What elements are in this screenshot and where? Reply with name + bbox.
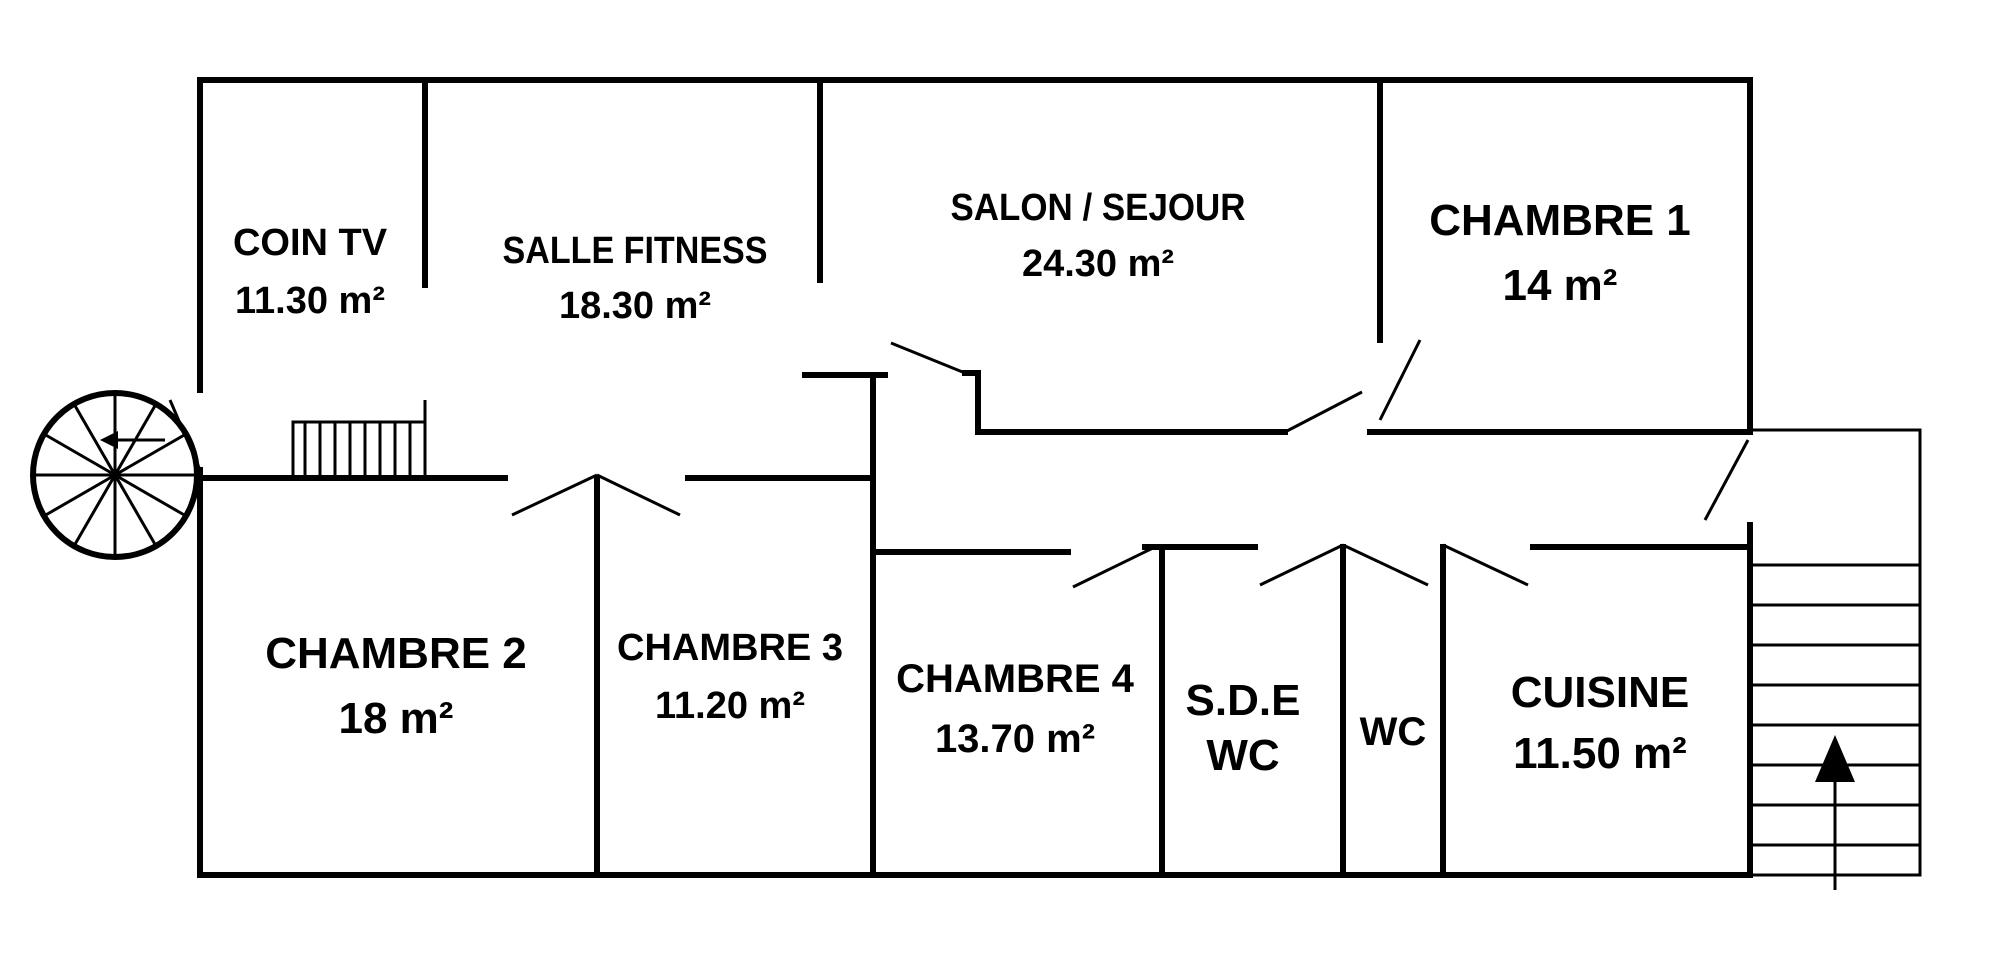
interior-walls — [197, 77, 1753, 878]
room-name-sde: S.D.E — [1186, 676, 1301, 725]
room-area-chambre-3: 11.20 m² — [655, 685, 805, 727]
straight-staircase — [1750, 428, 1922, 890]
room-area-salon-sejour: 24.30 m² — [1022, 243, 1174, 285]
outer-walls — [197, 77, 1753, 878]
room-area-coin-tv: 11.30 m² — [235, 280, 385, 322]
interior-steps — [291, 400, 427, 480]
room-area-cuisine: 11.50 m² — [1513, 729, 1687, 778]
stair-spoke — [113, 474, 158, 547]
room-name-chambre-3: CHAMBRE 3 — [617, 627, 843, 669]
room-area-chambre-4: 13.70 m² — [935, 717, 1095, 761]
stair-spoke — [72, 474, 117, 547]
stair-spoke — [72, 403, 117, 476]
room-area-chambre-2: 18 m² — [339, 694, 454, 743]
room-area-sde-wc: WC — [1206, 731, 1279, 780]
arrow-up-icon — [1815, 735, 1855, 782]
room-name-salon-sejour: SALON / SEJOUR — [951, 187, 1246, 229]
stair-spoke — [43, 432, 116, 477]
stair-spoke — [114, 432, 187, 477]
stair-spoke — [43, 473, 116, 518]
spiral-staircase — [30, 390, 200, 560]
room-area-salle-fitness: 18.30 m² — [559, 285, 711, 327]
room-name-chambre-1: CHAMBRE 1 — [1429, 196, 1691, 245]
room-labels: COIN TV 11.30 m² SALLE FITNESS 18.30 m² … — [233, 187, 1691, 780]
room-name-salle-fitness: SALLE FITNESS — [503, 230, 768, 272]
stair-spoke — [114, 473, 187, 518]
room-name-chambre-4: CHAMBRE 4 — [896, 657, 1135, 701]
door-swings — [168, 339, 1750, 589]
room-name-chambre-2: CHAMBRE 2 — [265, 629, 527, 678]
room-name-wc: WC — [1360, 710, 1427, 754]
room-name-coin-tv: COIN TV — [233, 222, 388, 264]
room-name-cuisine: CUISINE — [1511, 668, 1689, 717]
room-area-chambre-1: 14 m² — [1503, 261, 1618, 310]
